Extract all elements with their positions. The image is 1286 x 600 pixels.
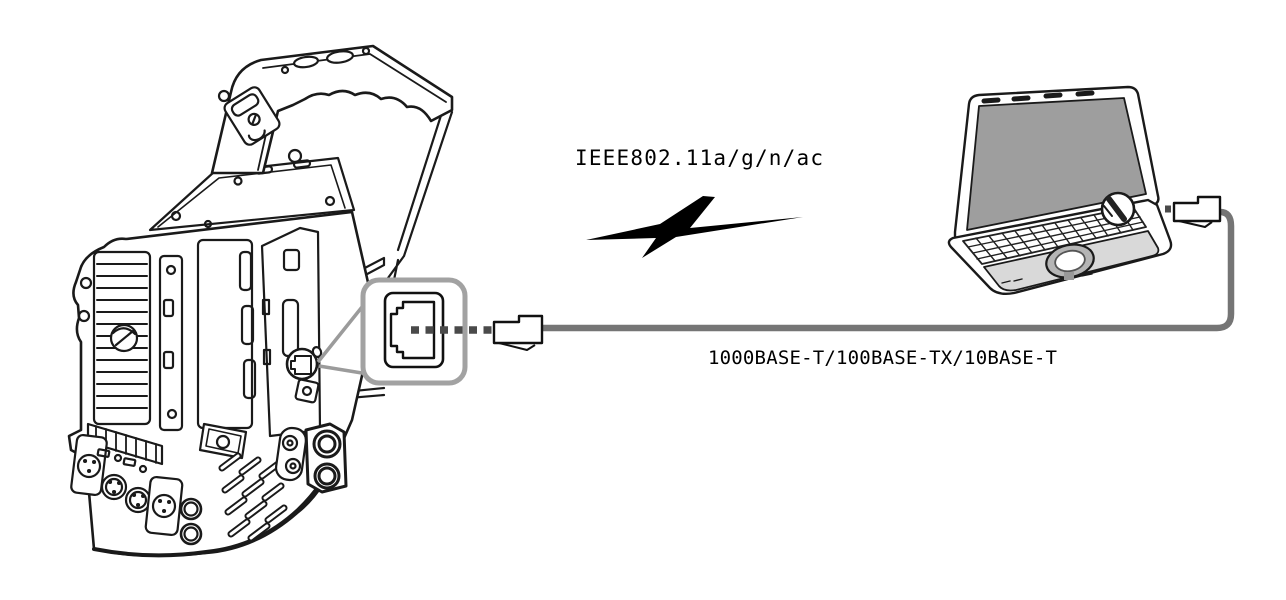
laptop-trackpad: [1001, 243, 1095, 284]
callout-leader-lines: [316, 300, 369, 376]
handle-front-knob: [217, 89, 231, 103]
handle-mount-hole: [292, 55, 320, 69]
lightning-bolt-icon: [586, 196, 803, 258]
laptop-screen: [966, 97, 1147, 231]
camera-cooling-fins: [92, 250, 152, 426]
rj45-plug-icon-camera: [492, 314, 544, 351]
handle-control-panel: [223, 86, 281, 146]
camera-lan-port: [285, 346, 323, 404]
ethernet-cable: [411, 195, 1235, 351]
camera-xlr-connectors: [70, 433, 184, 537]
lan-port-circle-callout: [1100, 191, 1136, 227]
camera-left-hinges: [77, 276, 93, 323]
xlr-pins: [83, 459, 172, 513]
laptop-hinge-marks: [981, 90, 1095, 104]
lan-cable: [543, 208, 1235, 332]
camera-handle: [210, 44, 454, 175]
camera-dc-plate: [274, 426, 308, 482]
handle-mount-hole: [326, 50, 354, 64]
camera-round-jacks: [179, 497, 203, 546]
rj45-plug-icon-laptop: [1172, 195, 1222, 228]
camera-vent-slots: [218, 452, 288, 542]
camcorder-illustration: [67, 44, 454, 558]
laptop-lan-slot: [1106, 196, 1127, 222]
wired-standard-label: 1000BASE-T/100BASE-TX/10BASE-T: [708, 347, 1057, 369]
camera-bnc-connectors: [304, 422, 348, 494]
laptop-illustration: [947, 85, 1173, 296]
camera-rear-column: [158, 254, 184, 432]
wireless-standard-label: IEEE802.11a/g/n/ac: [575, 146, 824, 170]
camera-roof-deck: [148, 156, 356, 232]
camera-side-edges: [370, 104, 454, 302]
camera-accessory-mount: [198, 422, 248, 460]
laptop-keyboard: [962, 206, 1147, 265]
wireless-connection: IEEE802.11a/g/n/ac: [575, 146, 824, 258]
